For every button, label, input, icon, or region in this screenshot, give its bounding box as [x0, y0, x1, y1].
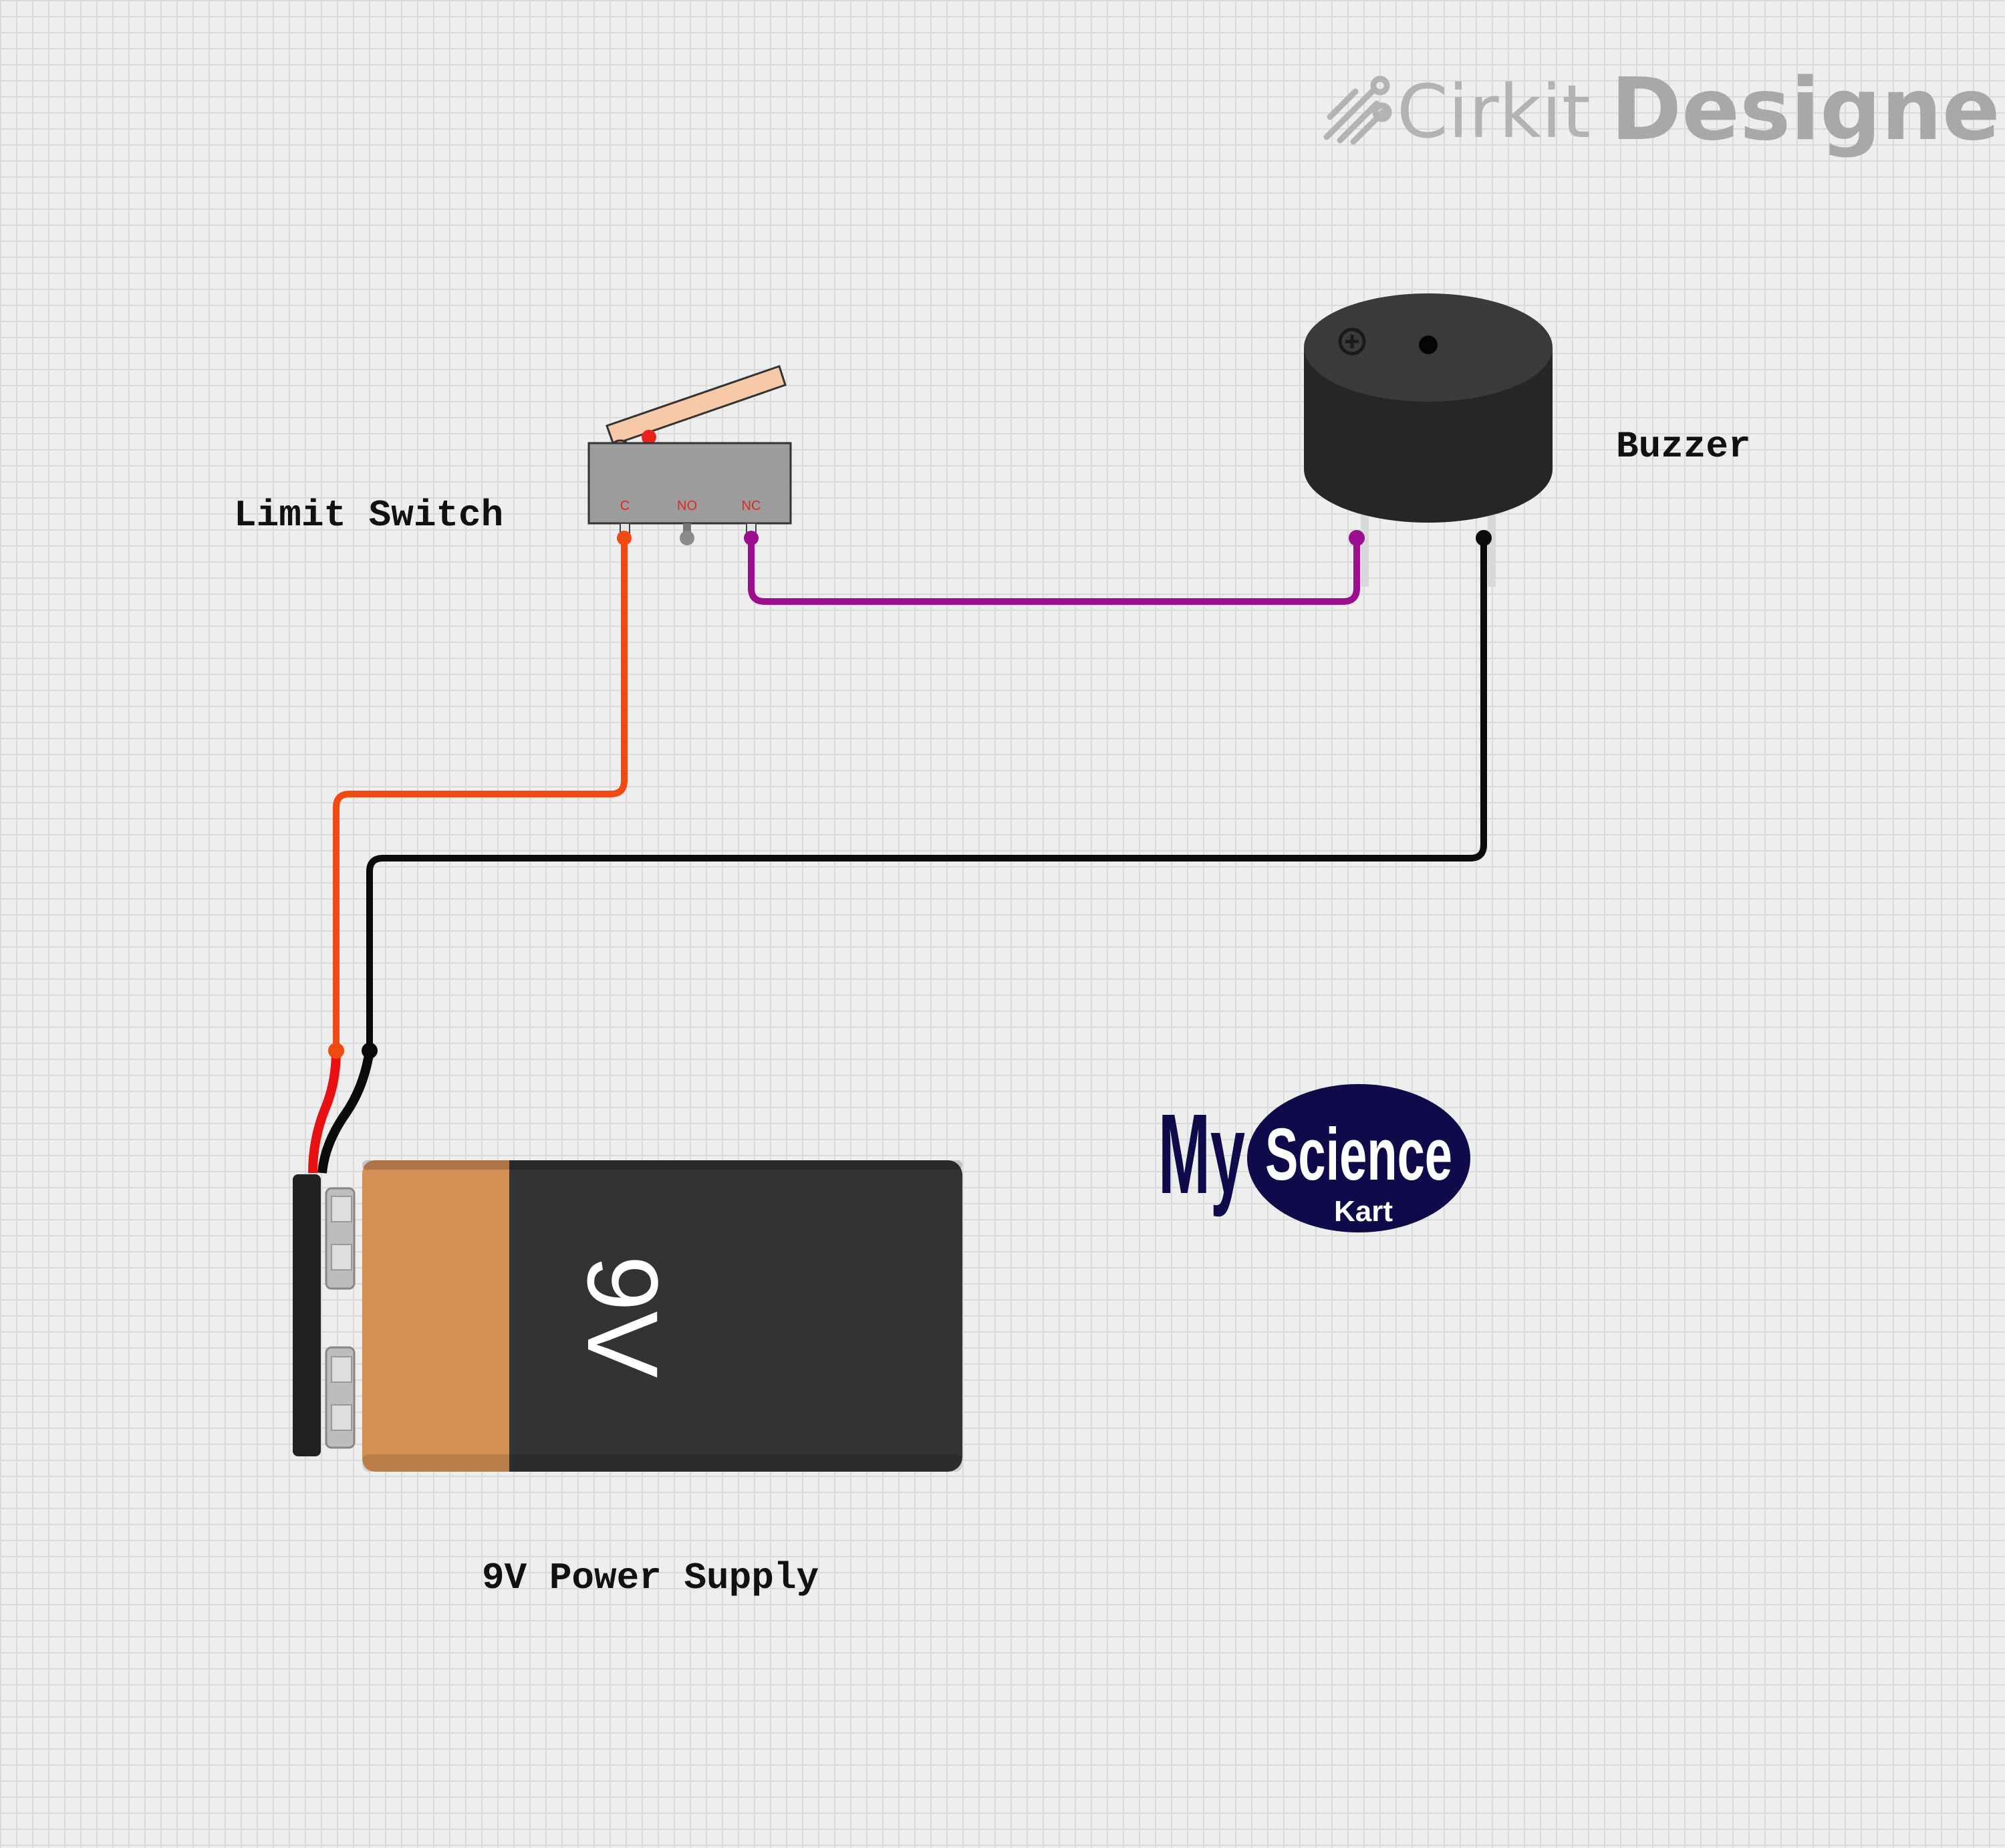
brand-name-light: Cirkit — [1397, 69, 1591, 154]
buzzer-plus-mark — [1338, 327, 1366, 356]
battery-marking: 9V — [567, 1255, 679, 1377]
wire-red[interactable] — [333, 535, 628, 1054]
battery-snap — [293, 1174, 321, 1456]
pin-label-nc: NC — [742, 499, 761, 513]
pin-nc[interactable] — [744, 531, 759, 545]
battery-copper-band — [362, 1160, 509, 1472]
buzzer-pin-negative[interactable] — [1476, 530, 1492, 546]
pin-label-c: C — [620, 499, 630, 513]
label-limit-switch: Limit Switch — [234, 494, 503, 537]
label-power-supply: 9V Power Supply — [482, 1557, 819, 1599]
wire-black[interactable] — [366, 535, 1487, 1054]
buzzer-hole — [1419, 336, 1438, 354]
limit-switch[interactable]: C NO NC — [587, 365, 792, 545]
logo-ellipse — [1247, 1084, 1470, 1232]
brand-name-bold: Designer — [1611, 60, 2005, 160]
brand-logo: Cirkit Designer — [1323, 60, 2005, 160]
label-buzzer: Buzzer — [1616, 425, 1751, 468]
switch-body — [587, 442, 792, 525]
battery-lead-red — [308, 1050, 341, 1174]
logo-my: My — [1158, 1091, 1245, 1218]
logo-science: Science — [1265, 1113, 1452, 1196]
battery-9v[interactable]: 9V — [293, 1043, 962, 1472]
battery-pin-positive[interactable] — [328, 1043, 344, 1059]
wire-purple[interactable] — [748, 535, 1360, 605]
battery-body — [362, 1160, 962, 1472]
wires — [333, 535, 1487, 1054]
pin-label-no: NO — [677, 499, 697, 513]
pin-c[interactable] — [617, 531, 632, 545]
buzzer-pin-positive[interactable] — [1349, 530, 1365, 546]
my-science-kart-logo: My Science Kart — [1158, 1084, 1470, 1232]
pin-no[interactable] — [680, 531, 694, 545]
logo-kart: Kart — [1334, 1195, 1393, 1228]
buzzer[interactable] — [1304, 293, 1553, 587]
battery-lead-black — [317, 1049, 374, 1174]
battery-pin-negative[interactable] — [362, 1043, 378, 1059]
buzzer-legs — [1361, 508, 1496, 587]
circuit-traces-icon — [1323, 76, 1392, 145]
